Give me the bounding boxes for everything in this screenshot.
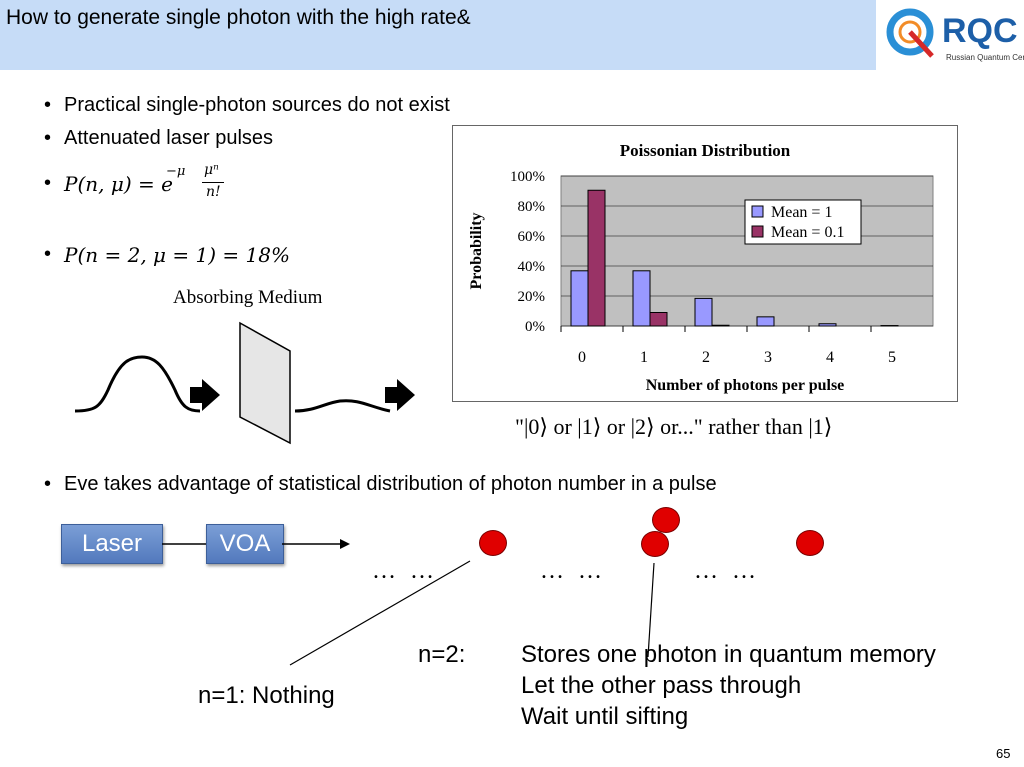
beam-lines — [162, 539, 350, 549]
bar-mean-1-4 — [818, 323, 837, 327]
legend-swatch — [751, 225, 764, 238]
bar-mean-1-2 — [694, 297, 713, 327]
title-bar: How to generate single photon with the h… — [0, 0, 876, 70]
slide-title: How to generate single photon with the h… — [6, 6, 471, 29]
logo-subtext: Russian Quantum Center — [946, 53, 1024, 62]
plot-area — [560, 175, 934, 327]
photon-pulse-1 — [479, 530, 507, 556]
y-tick-label: 80% — [518, 199, 546, 215]
y-tick-label: 0% — [525, 319, 545, 335]
bar-mean-1-0 — [570, 270, 589, 327]
x-tick-label: 2 — [702, 349, 710, 366]
x-tick-label: 1 — [640, 349, 648, 366]
n2-label: n=2: — [418, 641, 466, 668]
attenuation-illustration — [74, 321, 415, 445]
x-tick-label: 3 — [764, 349, 772, 366]
n2-line-3: Wait until sifting — [521, 703, 689, 730]
x-tick-label: 5 — [888, 349, 896, 366]
ket-caption: "|0⟩ or |1⟩ or |2⟩ or..." rather than |1… — [515, 414, 833, 439]
legend-box — [744, 199, 862, 245]
x-tick-label: 0 — [578, 349, 586, 366]
formula-denominator: n! — [206, 184, 221, 200]
bar-mean-0-1-2 — [711, 324, 730, 327]
rqc-logo: RQC Russian Quantum Center — [880, 0, 1024, 70]
page-number: 65 — [996, 746, 1011, 761]
y-tick-label: 100% — [510, 169, 545, 185]
legend-entry: Mean = 0.1 — [771, 224, 844, 241]
photon-pulse-3 — [796, 530, 824, 556]
y-tick-label: 40% — [518, 259, 546, 275]
bar-mean-1-1 — [632, 270, 651, 327]
bar-mean-0-1-1 — [649, 312, 668, 327]
laser-box: Laser — [61, 524, 163, 564]
n2-line-1: Stores one photon in quantum memory — [521, 641, 936, 668]
ellipsis-3: … … — [694, 558, 760, 584]
arrow-icon-2 — [385, 379, 415, 411]
x-tick-label: 4 — [826, 349, 834, 366]
photon-pulse-2-bottom — [641, 531, 669, 557]
logo-text: RQC — [942, 12, 1018, 50]
input-pulse-wave — [74, 355, 201, 413]
absorbing-medium-slab — [239, 321, 291, 445]
formula-fraction-bar — [202, 182, 224, 183]
voa-box: VOA — [206, 524, 284, 564]
absorbing-medium-label: Absorbing Medium — [173, 287, 323, 308]
n2-line-2: Let the other pass through — [521, 672, 802, 699]
output-pulse-wave — [294, 399, 391, 413]
y-tick-label: 20% — [518, 289, 546, 305]
probability-result: P(n = 2, μ = 1) = 18% — [64, 243, 290, 267]
arrow-icon-1 — [190, 379, 220, 411]
chart-title: Poissonian Distribution — [620, 141, 791, 160]
n1-label: n=1: Nothing — [198, 682, 335, 709]
pointer-lines — [289, 560, 655, 666]
y-axis-title: Probability — [468, 212, 485, 289]
poisson-chart: 0% 20% 40% 60% 80% 100% 0 1 2 3 4 5 Poissonian Distr… — [452, 125, 958, 402]
formula-exponent: −μ — [166, 164, 186, 179]
bar-mean-0-1-0 — [587, 189, 606, 327]
photon-pulse-2-top — [652, 507, 680, 533]
ellipsis-2: … … — [540, 558, 606, 584]
y-tick-label: 60% — [518, 229, 546, 245]
legend-swatch — [751, 205, 764, 218]
chart-canvas: 0% 20% 40% 60% 80% 100% 0 1 2 3 4 5 Poissonian Distr… — [468, 141, 934, 394]
bar-mean-1-3 — [756, 316, 775, 327]
x-axis-title: Number of photons per pulse — [646, 377, 845, 394]
ellipsis-1: … … — [372, 558, 438, 584]
legend-entry: Mean = 1 — [771, 204, 832, 221]
formula-numerator: μⁿ — [204, 162, 219, 178]
poisson-formula: P(n, μ) = e — [64, 172, 173, 196]
